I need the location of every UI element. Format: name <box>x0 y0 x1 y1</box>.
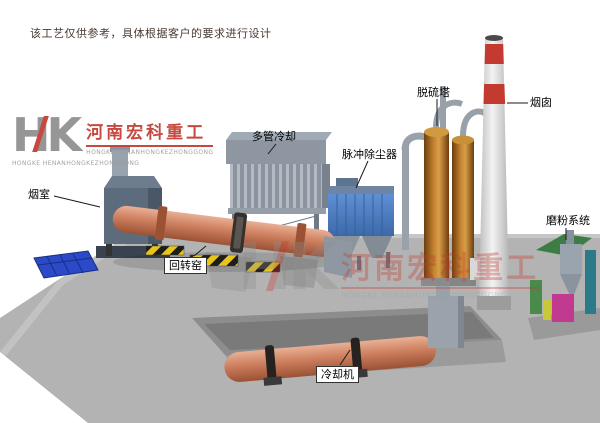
grinding-system-shape <box>528 230 600 340</box>
leader-lines <box>53 99 567 366</box>
pulse-dust-collector-shape <box>328 178 394 270</box>
label-smoke-chamber: 烟室 <box>28 188 50 201</box>
smoke-chamber-shape <box>96 146 170 258</box>
kiln-hood <box>324 236 352 278</box>
rotary-kiln-shape <box>112 205 336 258</box>
kiln-discharge-housing <box>428 258 464 348</box>
chimney-shape <box>477 35 511 310</box>
blue-pallet <box>33 250 99 279</box>
label-multi-tube-cooler: 多管冷却 <box>252 130 296 143</box>
label-cooling-machine: 冷却机 <box>316 366 359 383</box>
kiln-support-piers <box>206 252 318 292</box>
desulfurization-towers-shape <box>421 86 488 286</box>
label-grinding-system: 磨粉系统 <box>546 214 590 227</box>
exhaust-duct <box>401 132 435 250</box>
label-pulse-dust-collector: 脉冲除尘器 <box>342 148 397 161</box>
label-desulfurization-tower: 脱硫塔 <box>417 86 450 99</box>
label-chimney: 烟囱 <box>530 96 552 109</box>
disclaimer-text: 该工艺仅供参考，具体根据客户的要求进行设计 <box>30 27 272 40</box>
label-rotary-kiln: 回转窑 <box>164 257 207 274</box>
